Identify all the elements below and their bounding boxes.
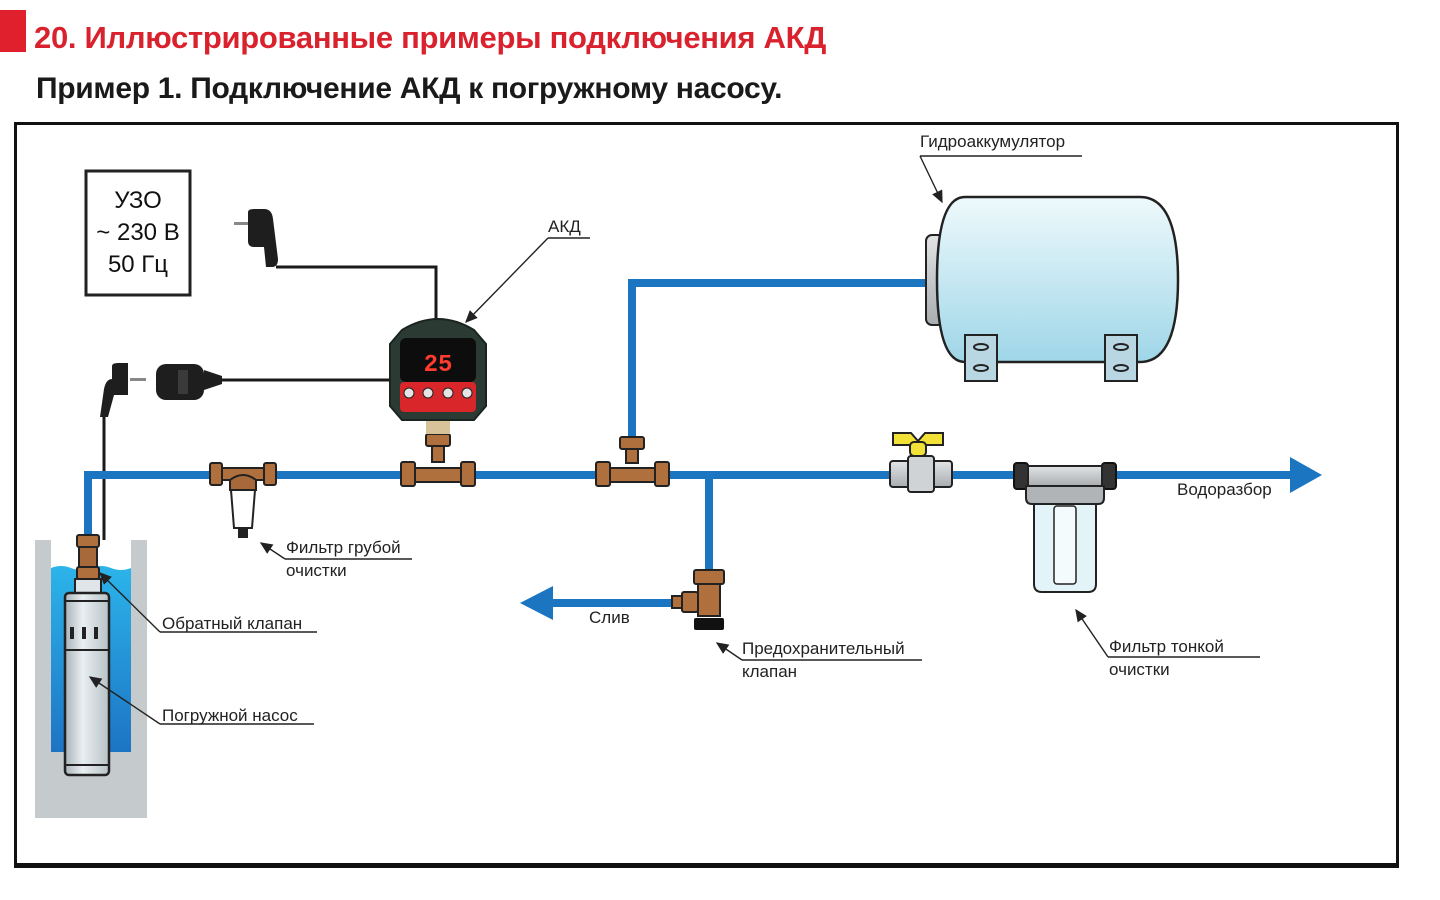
plug-icon (234, 209, 278, 267)
safety-valve-icon (671, 569, 725, 630)
label-drain: Слив (589, 608, 630, 627)
example-title: Пример 1. Подключение АКД к погружному н… (36, 72, 783, 105)
ball-valve-icon (889, 432, 953, 493)
label-coarse-filter-line2: очистки (286, 561, 347, 580)
accumulator-tee-fitting (595, 436, 670, 487)
label-outlet: Водоразбор (1177, 480, 1272, 499)
label-fine-filter-line1: Фильтр тонкой (1109, 637, 1224, 656)
leader-lines (88, 155, 1260, 725)
power-box: УЗО ~ 230 В 50 Гц (84, 169, 192, 297)
submersible-pump-icon (63, 534, 111, 777)
socket-icon (156, 364, 222, 400)
label-safety-valve-line2: клапан (742, 662, 797, 681)
controller-display: 25 (424, 352, 453, 379)
label-safety-valve-line1: Предохранительный (742, 639, 905, 658)
section-marker (0, 10, 26, 52)
controller-tee-fitting (400, 418, 476, 487)
label-check-valve: Обратный клапан (162, 614, 302, 633)
fine-filter-icon (1013, 462, 1117, 593)
label-controller: АКД (548, 217, 581, 236)
pressure-tank-icon (925, 195, 1180, 382)
label-pump: Погружной насос (162, 706, 298, 725)
label-accumulator: Гидроаккумулятор (920, 132, 1065, 151)
section-title: 20. Иллюстрированные примеры подключения… (34, 20, 827, 55)
power-box-line1: УЗО (114, 187, 162, 214)
pump-plug-icon (100, 363, 146, 417)
drain-arrow-icon (520, 586, 553, 620)
coarse-filter-icon (209, 462, 277, 538)
label-coarse-filter-line1: Фильтр грубой (286, 538, 401, 557)
pressure-controller-akd: 25 (389, 318, 487, 421)
power-box-line3: 50 Гц (108, 251, 168, 278)
diagram-frame (14, 122, 1399, 868)
outlet-arrow-icon (1290, 457, 1322, 493)
power-box-line2: ~ 230 В (96, 219, 179, 246)
label-fine-filter-line2: очистки (1109, 660, 1170, 679)
